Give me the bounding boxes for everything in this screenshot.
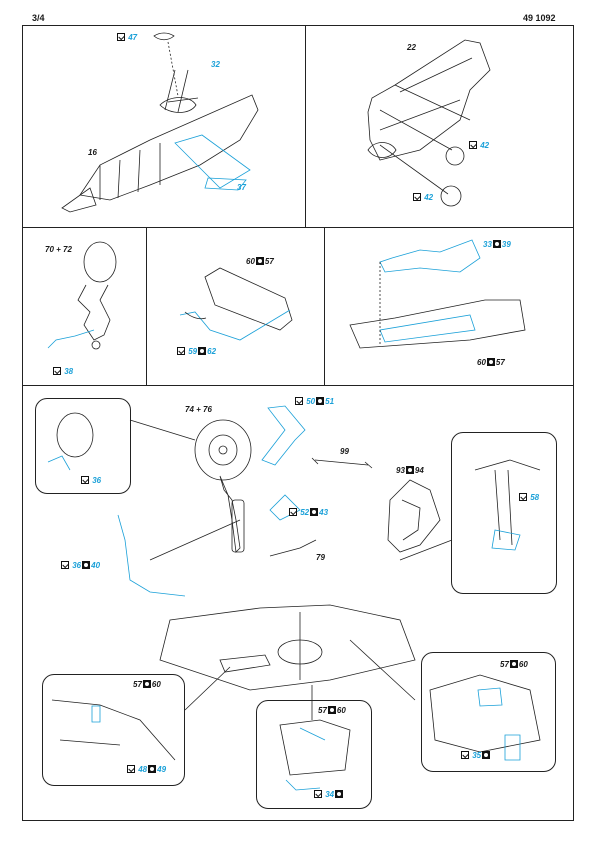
flap-outline: [367, 39, 491, 161]
glue-icon: [295, 397, 303, 405]
paint-icon: [316, 397, 325, 405]
glue-icon: [469, 141, 477, 149]
paint-icon: [492, 240, 501, 248]
glue-icon: [127, 765, 135, 773]
callout-wheel-detail: [35, 398, 131, 494]
wheel-bay-floor: [159, 604, 416, 691]
paint-icon: [310, 508, 319, 516]
glue-icon: [413, 193, 421, 201]
callout-gear-leg: [451, 432, 557, 594]
label-part-99: 99: [340, 447, 349, 456]
paint-icon: [327, 706, 336, 714]
label-part-37: 37: [237, 183, 246, 192]
label-part-47: 47: [116, 33, 137, 42]
panel-bottom: [22, 385, 574, 821]
label-part-16: 16: [88, 148, 97, 157]
glue-icon: [519, 493, 527, 501]
paint-icon: [482, 751, 491, 759]
glue-icon: [81, 476, 89, 484]
glue-icon: [177, 347, 185, 355]
product-code: 49 1092: [523, 13, 556, 23]
label-part-79: 79: [316, 553, 325, 562]
page-number: 3/4: [32, 13, 45, 23]
paint-icon: [335, 790, 344, 798]
callout-bay-left: [42, 674, 185, 786]
glue-icon: [461, 751, 469, 759]
glue-icon: [61, 561, 69, 569]
paint-icon: [486, 358, 495, 366]
paint-icon: [198, 347, 207, 355]
bay-strut: [164, 69, 199, 113]
paint-icon: [255, 257, 264, 265]
label-part-42-lower: 42: [412, 193, 433, 202]
label-parts-70-72: 70 + 72: [45, 245, 72, 254]
label-part-22: 22: [407, 43, 416, 52]
paint-icon: [509, 660, 518, 668]
label-part-36-callout: 36: [80, 476, 101, 485]
label-part-42-upper: 42: [468, 141, 489, 150]
wheel-small: [83, 241, 117, 283]
callout-bay-right: [421, 652, 556, 772]
glue-icon: [289, 508, 297, 516]
label-part-35: 35: [460, 751, 491, 760]
label-parts-74-76: 74 + 76: [185, 405, 212, 414]
glue-icon: [53, 367, 61, 375]
paint-icon: [142, 680, 151, 688]
paint-icon: [405, 466, 414, 474]
label-part-32: 32: [211, 60, 220, 69]
label-part-58: 58: [518, 493, 539, 502]
glue-icon: [117, 33, 125, 41]
glue-icon: [314, 790, 322, 798]
label-part-34: 34: [313, 790, 344, 799]
main-wheel: [194, 419, 252, 481]
paint-icon: [82, 561, 91, 569]
label-part-38: 38: [52, 367, 73, 376]
wing-bay-outline: [79, 94, 259, 201]
paint-icon: [148, 765, 157, 773]
